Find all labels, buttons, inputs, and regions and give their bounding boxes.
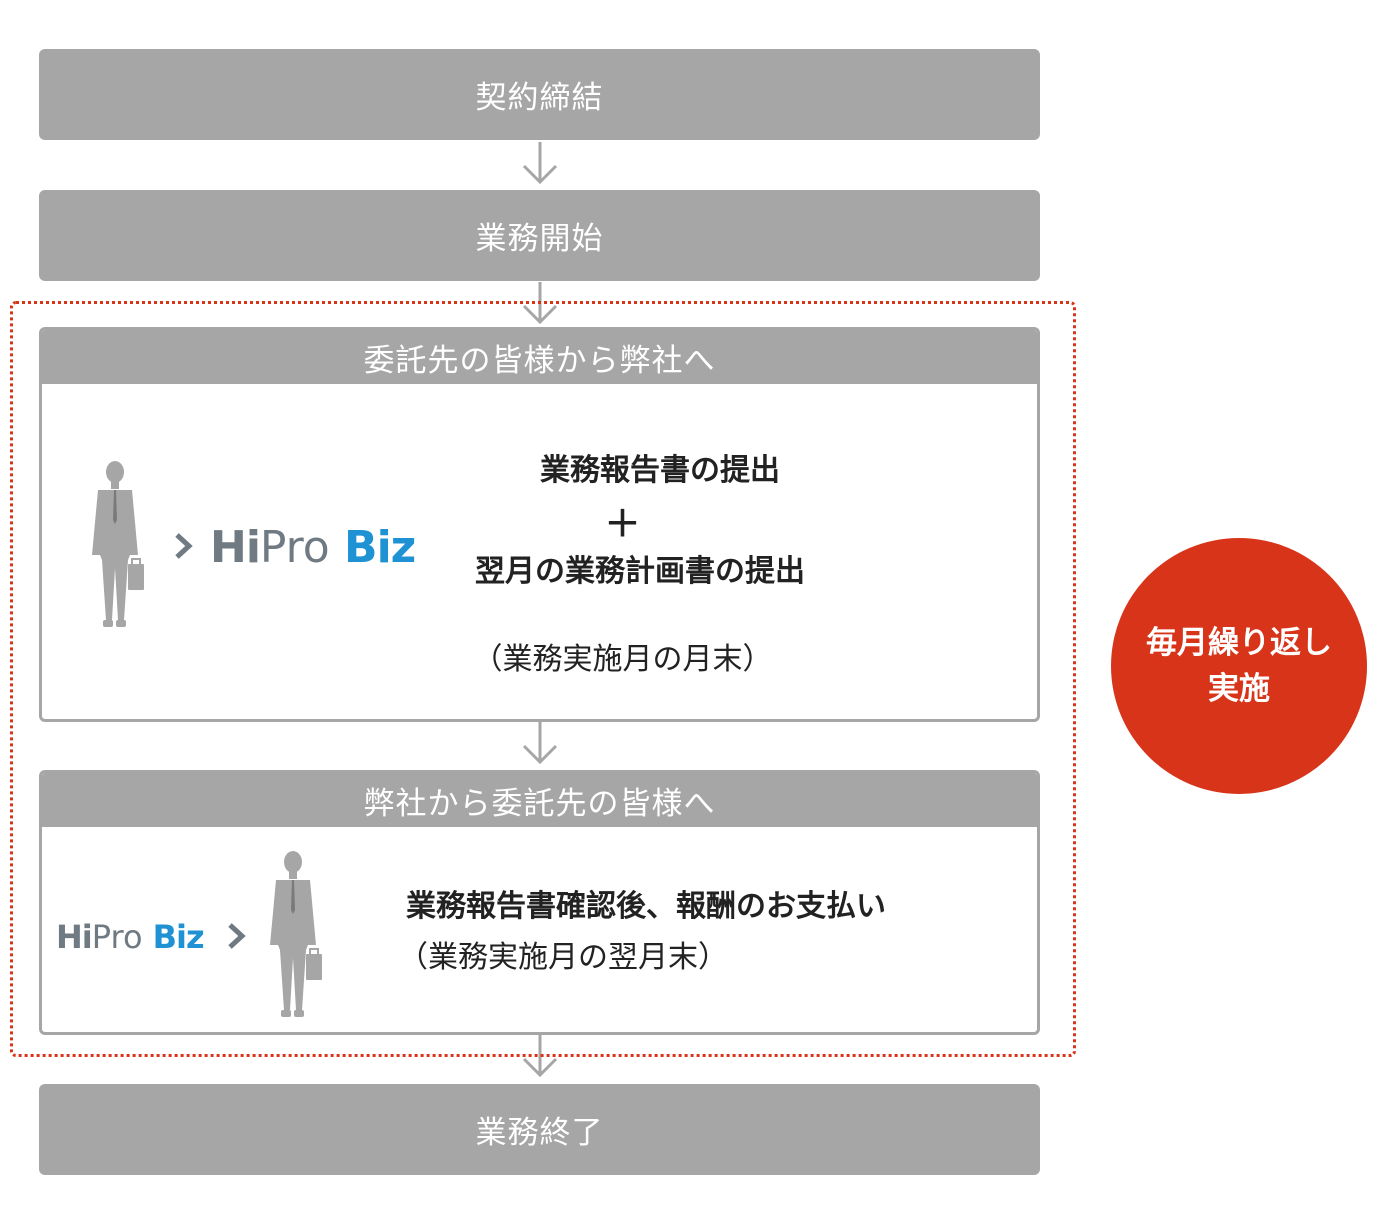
plus-sign: ＋ — [604, 504, 641, 545]
arrow-down-icon — [522, 722, 558, 765]
report-submission-text: 業務報告書の提出 — [540, 453, 780, 488]
step-end-label: 業務終了 — [475, 1115, 604, 1151]
step-contract-label: 契約締結 — [475, 80, 604, 116]
panel-header-label: 弊社から委託先の皆様へ — [363, 785, 716, 822]
logo-biz: Biz — [344, 522, 416, 573]
panel-contractor-to-company: 委託先の皆様から弊社へ — [39, 327, 1040, 722]
logo-pro: Pro — [259, 522, 330, 573]
panel-company-to-contractor: 弊社から委託先の皆様へ — [39, 770, 1040, 1035]
step-start-label: 業務開始 — [475, 221, 604, 257]
deadline-note: （業務実施月の月末） — [472, 642, 773, 677]
person-icon — [92, 461, 144, 627]
arrow-down-icon — [522, 142, 558, 185]
arrow-down-icon — [522, 282, 558, 325]
panel-header-label: 委託先の皆様から弊社へ — [363, 342, 716, 379]
monthly-repeat-badge: 毎月繰り返し 実施 — [1111, 538, 1367, 794]
panel-header: 弊社から委託先の皆様へ — [42, 773, 1037, 827]
badge-line2: 実施 — [1208, 671, 1270, 707]
hipro-biz-logo: HiPro Biz — [56, 918, 205, 956]
plan-submission-text: 翌月の業務計画書の提出 — [475, 554, 805, 589]
payment-text: 業務報告書確認後、報酬のお支払い — [406, 889, 886, 924]
chevron-right-icon — [228, 923, 246, 949]
arrow-down-icon — [522, 1035, 558, 1078]
panel-header: 委託先の皆様から弊社へ — [42, 330, 1037, 384]
logo-hi: Hi — [56, 918, 93, 956]
logo-hi: Hi — [210, 522, 261, 573]
payment-deadline-note: （業務実施月の翌月末） — [398, 940, 728, 975]
step-start: 業務開始 — [39, 190, 1040, 281]
hipro-biz-logo: HiPro Biz — [210, 522, 416, 573]
badge-line1: 毎月繰り返し — [1146, 625, 1332, 661]
step-end: 業務終了 — [39, 1084, 1040, 1175]
logo-biz: Biz — [152, 918, 205, 956]
chevron-right-icon — [175, 533, 193, 559]
logo-pro: Pro — [91, 918, 143, 956]
step-contract: 契約締結 — [39, 49, 1040, 140]
person-icon — [270, 851, 322, 1017]
